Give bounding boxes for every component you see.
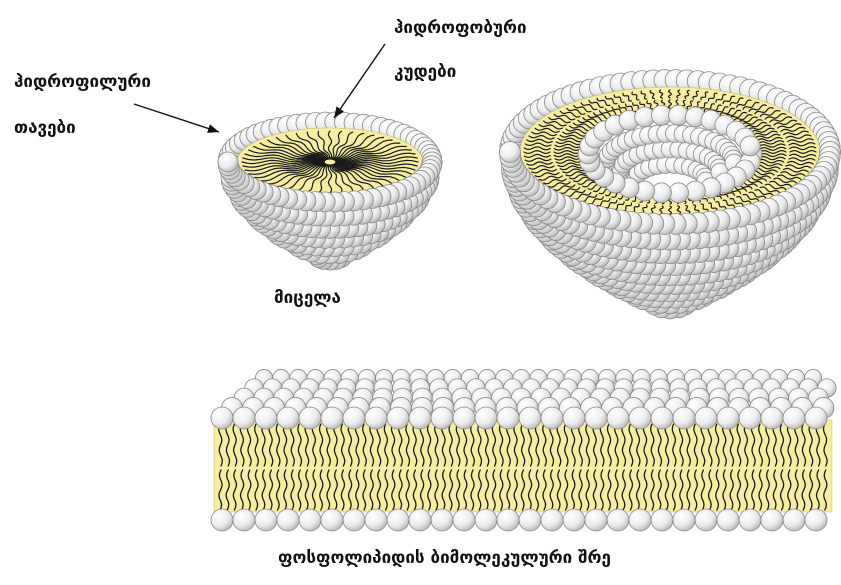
- lipid-head: [299, 509, 321, 531]
- label-hydrophobic-line2: კუდები: [394, 64, 456, 81]
- lipid-head: [409, 407, 431, 429]
- lipid-head: [695, 509, 717, 531]
- lipid-head: [740, 136, 760, 156]
- lipid-head: [475, 509, 497, 531]
- arrow-hydrophilic-head: [207, 124, 219, 133]
- lipid-head: [321, 407, 343, 429]
- lipid-head: [431, 407, 453, 429]
- lipid-head: [783, 407, 805, 429]
- lipid-head: [585, 509, 607, 531]
- lipid-head: [475, 407, 497, 429]
- lipid-head: [431, 509, 453, 531]
- liposome-illustration: [500, 70, 841, 319]
- lipid-head: [629, 407, 651, 429]
- lipid-head: [277, 509, 299, 531]
- lipid-head: [255, 509, 277, 531]
- lipid-head: [343, 509, 365, 531]
- lipid-head: [277, 407, 299, 429]
- lipid-head: [321, 509, 343, 531]
- micelle-illustration: [218, 112, 442, 270]
- lipid-head: [651, 407, 673, 429]
- lipid-head: [500, 142, 521, 163]
- lipid-head: [343, 407, 365, 429]
- lipid-head: [673, 407, 695, 429]
- label-micelle: მიცელა: [274, 290, 341, 307]
- lipid-head: [563, 509, 585, 531]
- lipid-head: [629, 509, 651, 531]
- lipid-head: [211, 509, 233, 531]
- lipid-head: [695, 407, 717, 429]
- lipid-head: [299, 407, 321, 429]
- lipid-head: [805, 407, 827, 429]
- label-hydrophilic-line2: თავები: [14, 120, 76, 137]
- lipid-head: [541, 407, 563, 429]
- lipid-head: [453, 509, 475, 531]
- lipid-head: [585, 407, 607, 429]
- lipid-head: [717, 407, 739, 429]
- lipid-head: [211, 407, 233, 429]
- lipid-head: [519, 407, 541, 429]
- arrow-hydrophobic: [334, 44, 385, 118]
- lipid-head: [409, 509, 431, 531]
- lipid-head: [805, 509, 827, 531]
- lipid-head: [563, 407, 585, 429]
- lipid-head: [761, 407, 783, 429]
- label-bilayer: ფოსფოლიპიდის ბიმოლეკულური შრე: [278, 550, 611, 567]
- lipid-head: [365, 509, 387, 531]
- lipid-head: [387, 509, 409, 531]
- lipid-head: [387, 407, 409, 429]
- lipid-head: [607, 407, 629, 429]
- lipid-head: [233, 407, 255, 429]
- lipid-head: [453, 407, 475, 429]
- lipid-head: [497, 509, 519, 531]
- lipid-head: [783, 509, 805, 531]
- bilayer-illustration: [211, 369, 836, 531]
- lipid-head: [541, 509, 563, 531]
- lipid-head: [761, 509, 783, 531]
- lipid-head: [651, 509, 673, 531]
- lipid-head: [497, 407, 519, 429]
- lipid-head: [233, 509, 255, 531]
- label-hydrophobic-line1: ჰიდროფობური: [394, 20, 527, 37]
- arrow-hydrophilic: [134, 104, 219, 132]
- lipid-head: [739, 509, 761, 531]
- lipid-head: [519, 509, 541, 531]
- lipid-head: [739, 407, 761, 429]
- label-hydrophilic-line1: ჰიდროფილური: [14, 74, 151, 91]
- lipid-head: [255, 407, 277, 429]
- lipid-head: [673, 509, 695, 531]
- lipid-head: [218, 152, 238, 172]
- lipid-head: [365, 407, 387, 429]
- lipid-head: [717, 509, 739, 531]
- lipid-head: [607, 509, 629, 531]
